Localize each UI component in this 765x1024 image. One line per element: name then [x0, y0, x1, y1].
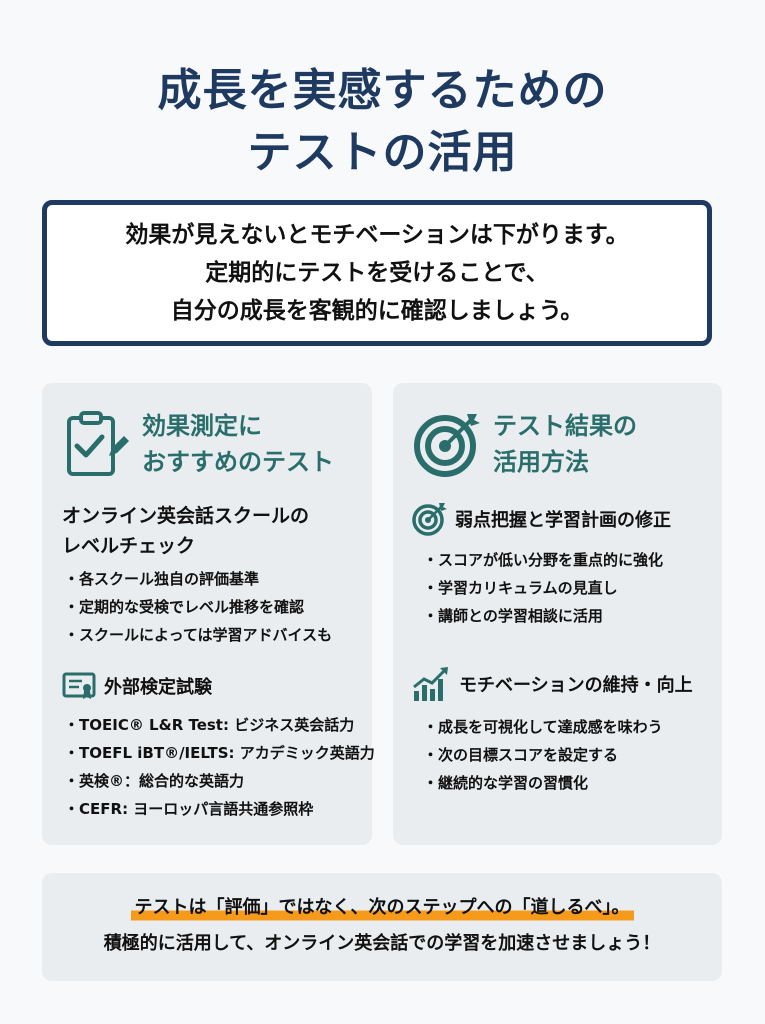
intro-line1: 効果が見えないとモチベーションは下がります。	[125, 222, 629, 248]
list-item: 学習カリキュラムの見直し	[423, 574, 663, 602]
page-title: 成長を実感するための テストの活用	[0, 60, 765, 184]
motivation-header: モチベーションの維持・向上	[411, 665, 693, 703]
test-usage-header: テスト結果の 活用方法	[411, 408, 637, 480]
motivation-title: モチベーションの維持・向上	[459, 675, 693, 696]
level-check-title-line2: レベルチェック	[62, 535, 196, 557]
external-exams-list: TOEIC® L&R Test: ビジネス英会話力 TOEFL iBT®/IEL…	[64, 711, 375, 823]
recommended-tests-heading-line1: 効果測定に	[142, 412, 262, 440]
list-item: 成長を可視化して達成感を味わう	[423, 713, 663, 741]
level-check-title: オンライン英会話スクールの レベルチェック	[62, 501, 309, 561]
list-item: TOEFL iBT®/IELTS: アカデミック英語力	[64, 739, 375, 767]
footer-highlight-line: テストは「評価」ではなく、次のステップへの「道しるべ」。	[130, 893, 634, 923]
footer-line2: 積極的に活用して、オンライン英会話での学習を加速させましょう！	[103, 933, 661, 954]
certificate-icon	[62, 672, 96, 699]
weakness-header: 弱点把握と学習計画の修正	[411, 501, 671, 537]
footer-message: テストは「評価」ではなく、次のステップへの「道しるべ」。 積極的に活用して、オン…	[42, 873, 722, 981]
weakness-list: スコアが低い分野を重点的に強化 学習カリキュラムの見直し 講師との学習相談に活用	[423, 546, 663, 630]
intro-line3: 自分の成長を客観的に確認しましょう。	[170, 298, 584, 324]
recommended-tests-heading-line2: おすすめのテスト	[142, 448, 334, 476]
target-icon	[414, 414, 480, 477]
test-usage-card: テスト結果の 活用方法 弱点把握と学習計画の修正 スコアが低い分野を重点的に強化…	[393, 383, 722, 845]
list-item: CEFR: ヨーロッパ言語共通参照枠	[64, 795, 375, 823]
intro-box: 効果が見えないとモチベーションは下がります。 定期的にテストを受けることで、 自…	[42, 200, 712, 346]
list-item: スクールによっては学習アドバイスも	[64, 621, 332, 649]
growth-chart-icon	[413, 667, 448, 701]
level-check-list: 各スクール独自の評価基準 定期的な受検でレベル推移を確認 スクールによっては学習…	[64, 565, 332, 649]
weakness-title: 弱点把握と学習計画の修正	[455, 510, 671, 531]
external-exams-title: 外部検定試験	[104, 677, 212, 698]
intro-line2: 定期的にテストを受けることで、	[205, 260, 549, 286]
list-item: スコアが低い分野を重点的に強化	[423, 546, 663, 574]
test-usage-heading-line1: テスト結果の	[493, 412, 637, 440]
target-small-icon	[412, 503, 447, 536]
list-item: 次の目標スコアを設定する	[423, 741, 663, 769]
recommended-tests-header: 効果測定に おすすめのテスト	[60, 408, 334, 480]
list-item: 継続的な学習の習慣化	[423, 769, 663, 797]
list-item: 講師との学習相談に活用	[423, 602, 663, 630]
motivation-list: 成長を可視化して達成感を味わう 次の目標スコアを設定する 継続的な学習の習慣化	[423, 713, 663, 797]
list-item: TOEIC® L&R Test: ビジネス英会話力	[64, 711, 375, 739]
clipboard-check-icon	[67, 411, 129, 476]
list-item: 各スクール独自の評価基準	[64, 565, 332, 593]
list-item: 英検®：総合的な英語力	[64, 767, 375, 795]
external-exams-header: 外部検定試験	[62, 671, 212, 701]
test-usage-heading-line2: 活用方法	[493, 448, 589, 476]
page-title-line1: 成長を実感するための	[157, 65, 608, 116]
recommended-tests-card: 効果測定に おすすめのテスト オンライン英会話スクールの レベルチェック 各スク…	[42, 383, 375, 845]
list-item: 定期的な受検でレベル推移を確認	[64, 593, 332, 621]
page-title-line2: テストの活用	[247, 127, 518, 178]
level-check-title-line1: オンライン英会話スクールの	[62, 505, 310, 527]
